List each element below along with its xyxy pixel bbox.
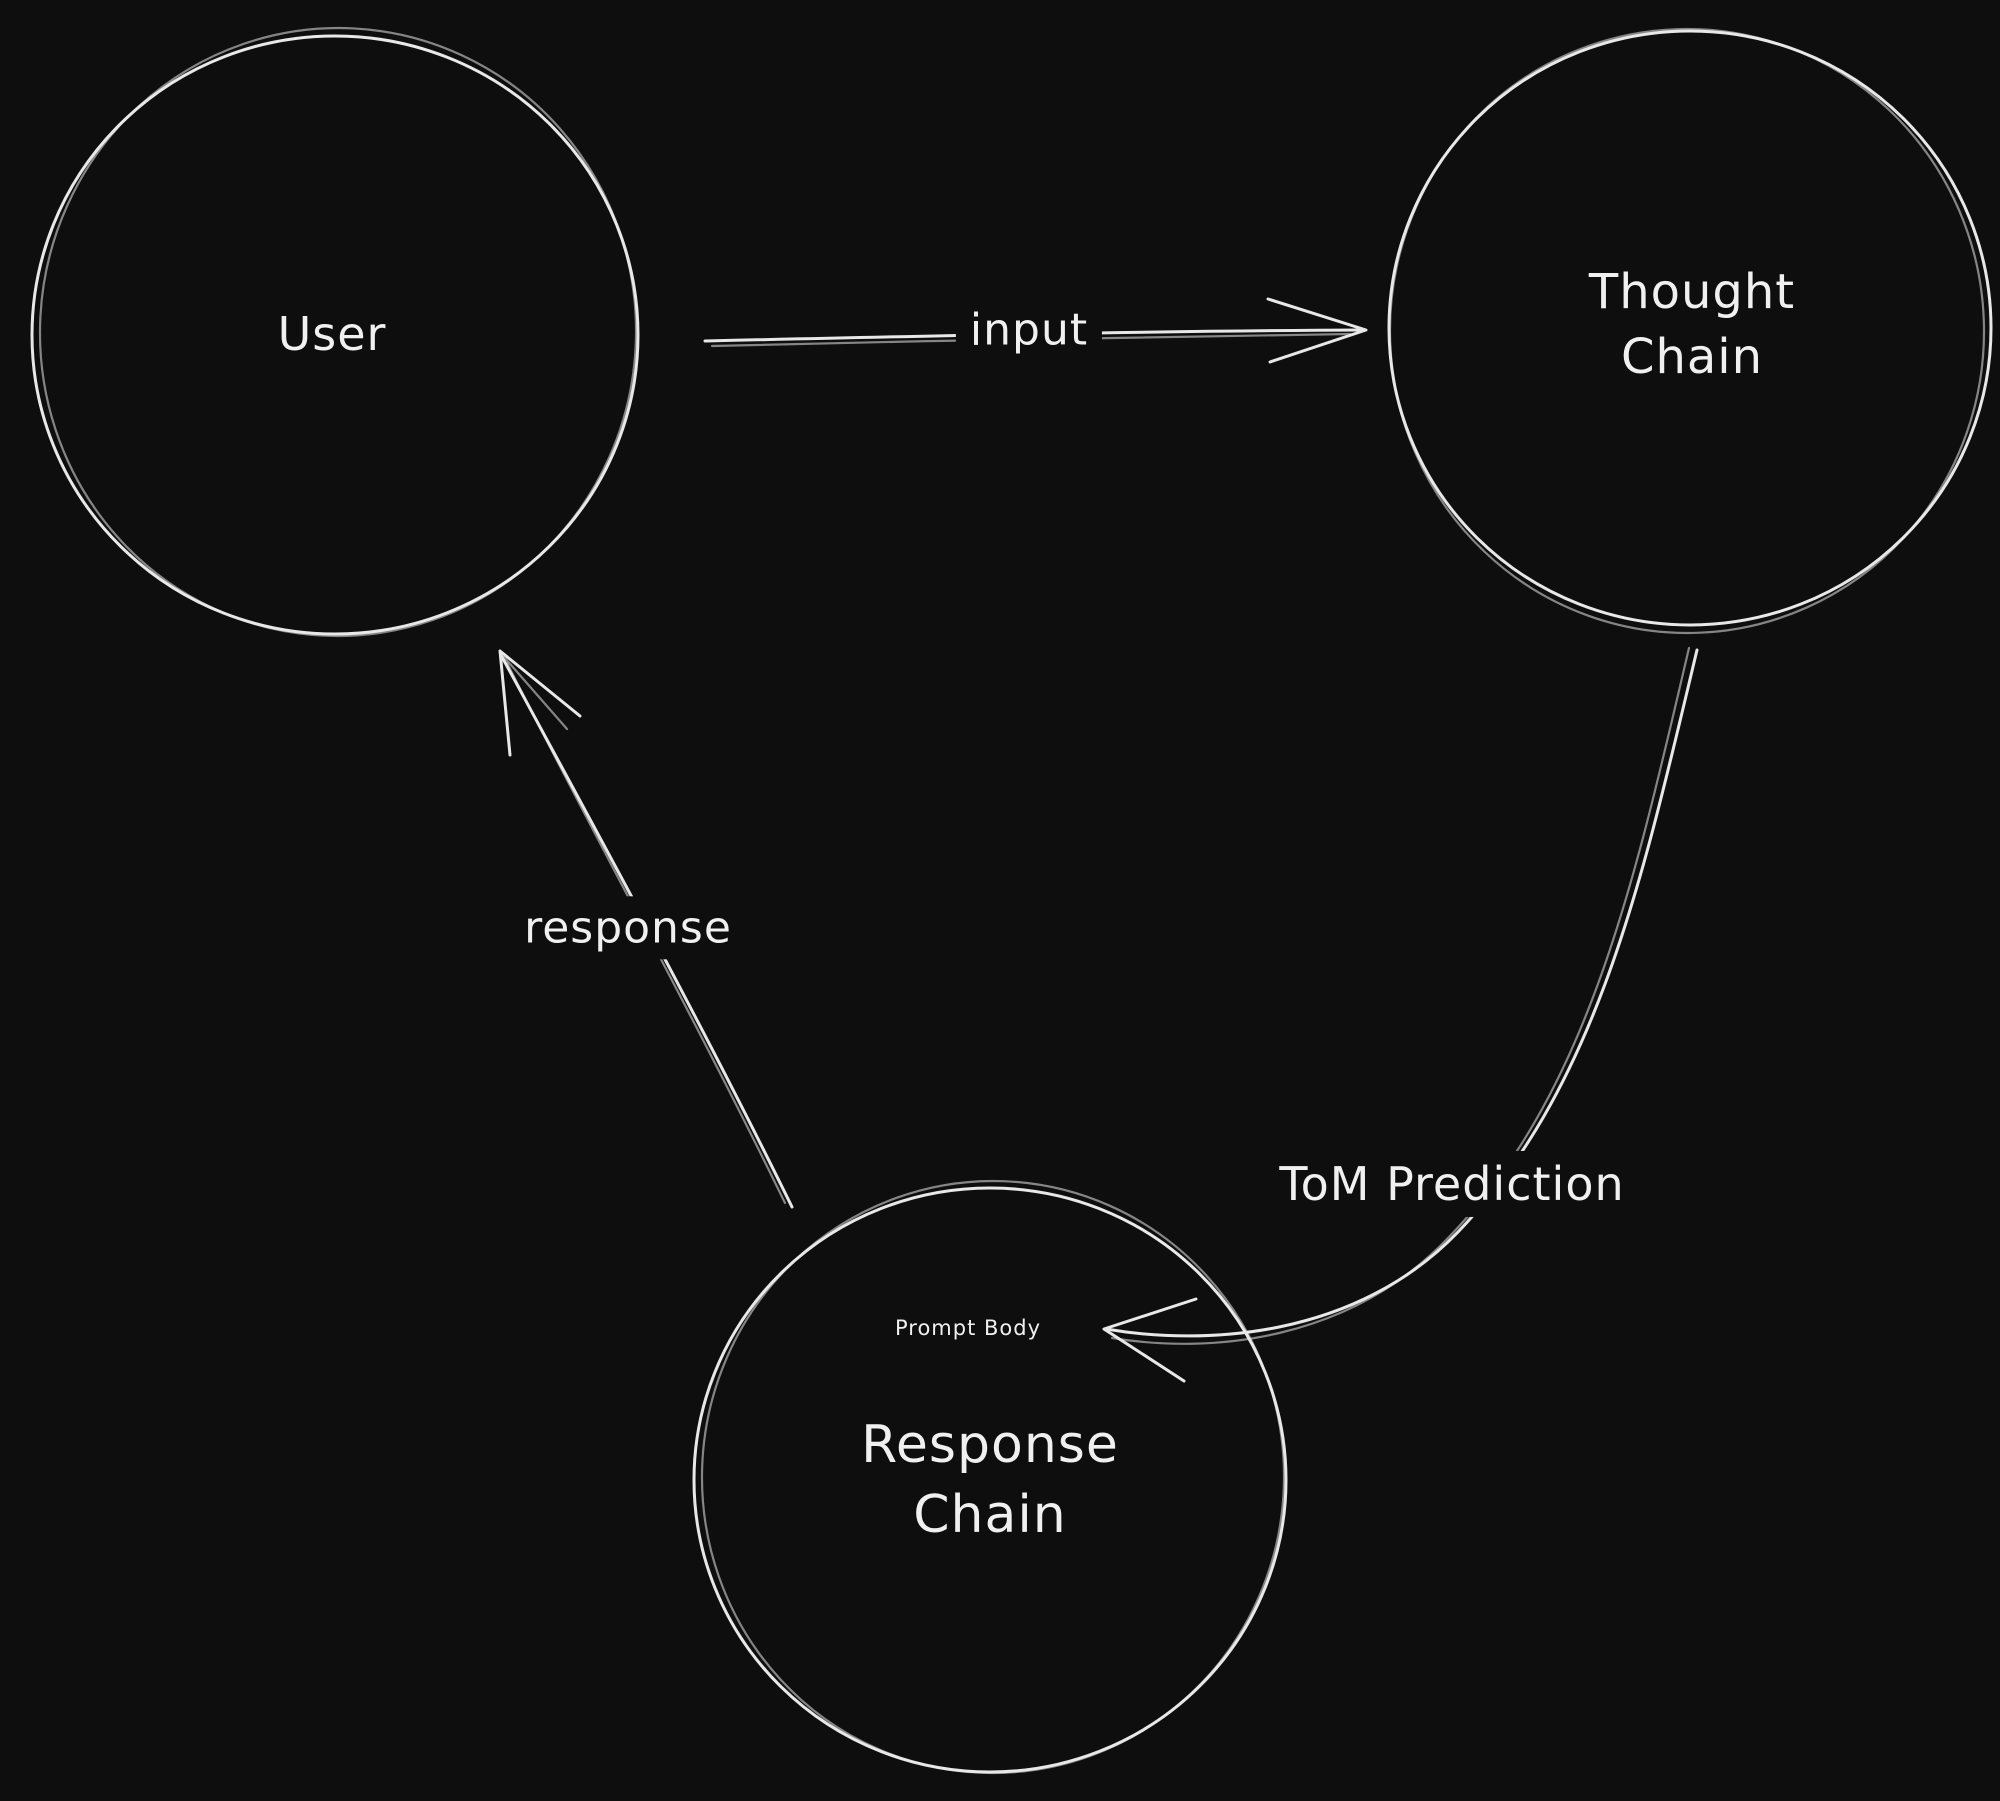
prompt-body-annotation: Prompt Body [894, 1315, 1042, 1340]
node-thought-chain-label-line1: Thought [1588, 264, 1796, 321]
node-thought-chain-label-line2: Chain [1620, 329, 1764, 385]
edge-tom-prediction-arrowhead [1102, 1297, 1198, 1383]
edge-response-label: response [510, 896, 746, 960]
node-response-chain-label: Response Chain [861, 1410, 1119, 1550]
edge-response-arrowhead [498, 649, 582, 757]
edge-input-arrowhead [1266, 297, 1368, 364]
node-response-chain-circle [692, 1179, 1288, 1775]
edge-tom-prediction-label: ToM Prediction [1265, 1150, 1639, 1218]
edge-tom-prediction-arrow [1102, 646, 1699, 1383]
node-thought-chain-label: Thought Chain [1589, 260, 1795, 390]
node-response-chain-label-line1: Response [861, 1414, 1119, 1475]
node-response-chain-label-line2: Chain [913, 1485, 1067, 1545]
node-thought-chain-circle [1387, 27, 1993, 635]
node-user-label: User [277, 306, 387, 361]
node-user-circle [30, 26, 640, 638]
edge-input-label: input [955, 298, 1103, 362]
